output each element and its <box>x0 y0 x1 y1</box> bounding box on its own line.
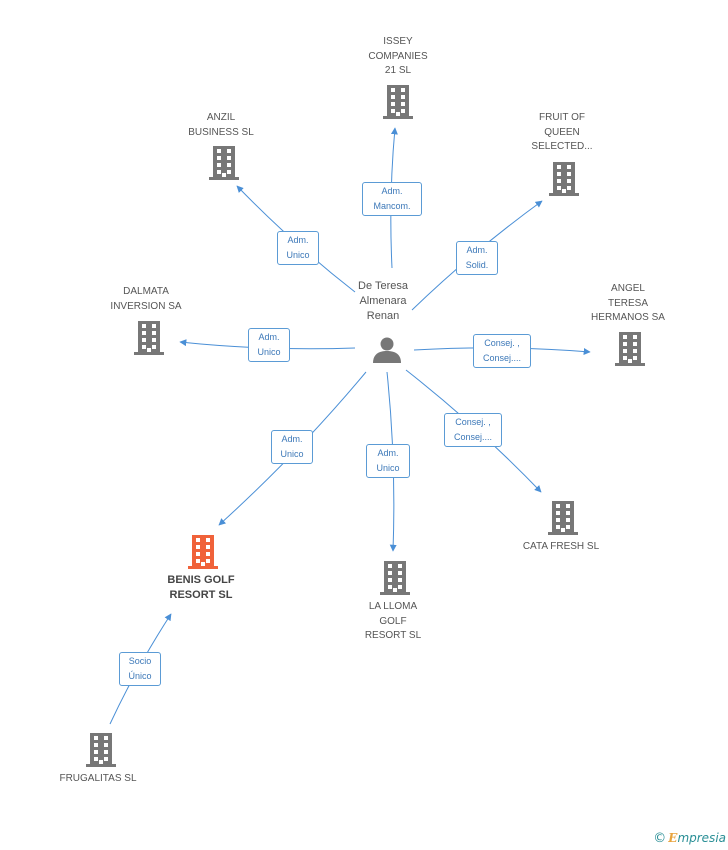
relation-label-benis[interactable]: Adm. Unico <box>271 430 313 464</box>
building-icon[interactable] <box>549 162 579 196</box>
company-name-benis[interactable]: BENIS GOLF RESORT SL <box>167 574 235 601</box>
company-name-frugalitas[interactable]: FRUGALITAS SL <box>59 773 137 784</box>
person-name[interactable]: De Teresa Almenara Renan <box>358 280 408 322</box>
relation-label-dalmata[interactable]: Adm. Unico <box>248 328 290 362</box>
company-name-angel[interactable]: ANGEL TERESA HERMANOS SA <box>591 283 665 323</box>
copyright-symbol: © <box>653 831 667 846</box>
relation-label-fruit[interactable]: Adm. Solid. <box>456 241 498 275</box>
relation-label-anzil[interactable]: Adm. Unico <box>277 231 319 265</box>
relation-label-issey[interactable]: Adm. Mancom. <box>362 182 422 216</box>
relation-label-angel[interactable]: Consej. , Consej.... <box>473 334 531 368</box>
building-icon[interactable] <box>134 321 164 355</box>
building-icon[interactable] <box>209 146 239 180</box>
empresia-watermark: ©Empresia <box>653 831 726 846</box>
relation-label-cata[interactable]: Consej. , Consej.... <box>444 413 502 447</box>
brand-logo-letter: E <box>668 831 678 845</box>
building-icon[interactable] <box>383 85 413 119</box>
person-icon[interactable] <box>373 337 401 364</box>
relation-label-benis[interactable]: Socio Único <box>119 652 161 686</box>
building-icon[interactable] <box>380 561 410 595</box>
company-name-lalloma[interactable]: LA LLOMA GOLF RESORT SL <box>364 601 422 641</box>
building-icon[interactable] <box>188 535 218 569</box>
building-icon[interactable] <box>548 501 578 535</box>
company-name-anzil[interactable]: ANZIL BUSINESS SL <box>188 112 254 138</box>
building-icon[interactable] <box>615 332 645 366</box>
brand-logo-text: mpresia <box>677 831 726 845</box>
company-name-issey[interactable]: ISSEY COMPANIES 21 SL <box>368 36 428 76</box>
company-name-dalmata[interactable]: DALMATA INVERSION SA <box>110 286 182 312</box>
company-name-fruit[interactable]: FRUIT OF QUEEN SELECTED... <box>531 112 593 152</box>
building-icon[interactable] <box>86 733 116 767</box>
company-name-cata[interactable]: CATA FRESH SL <box>522 541 600 552</box>
relation-label-lalloma[interactable]: Adm. Unico <box>366 444 410 478</box>
